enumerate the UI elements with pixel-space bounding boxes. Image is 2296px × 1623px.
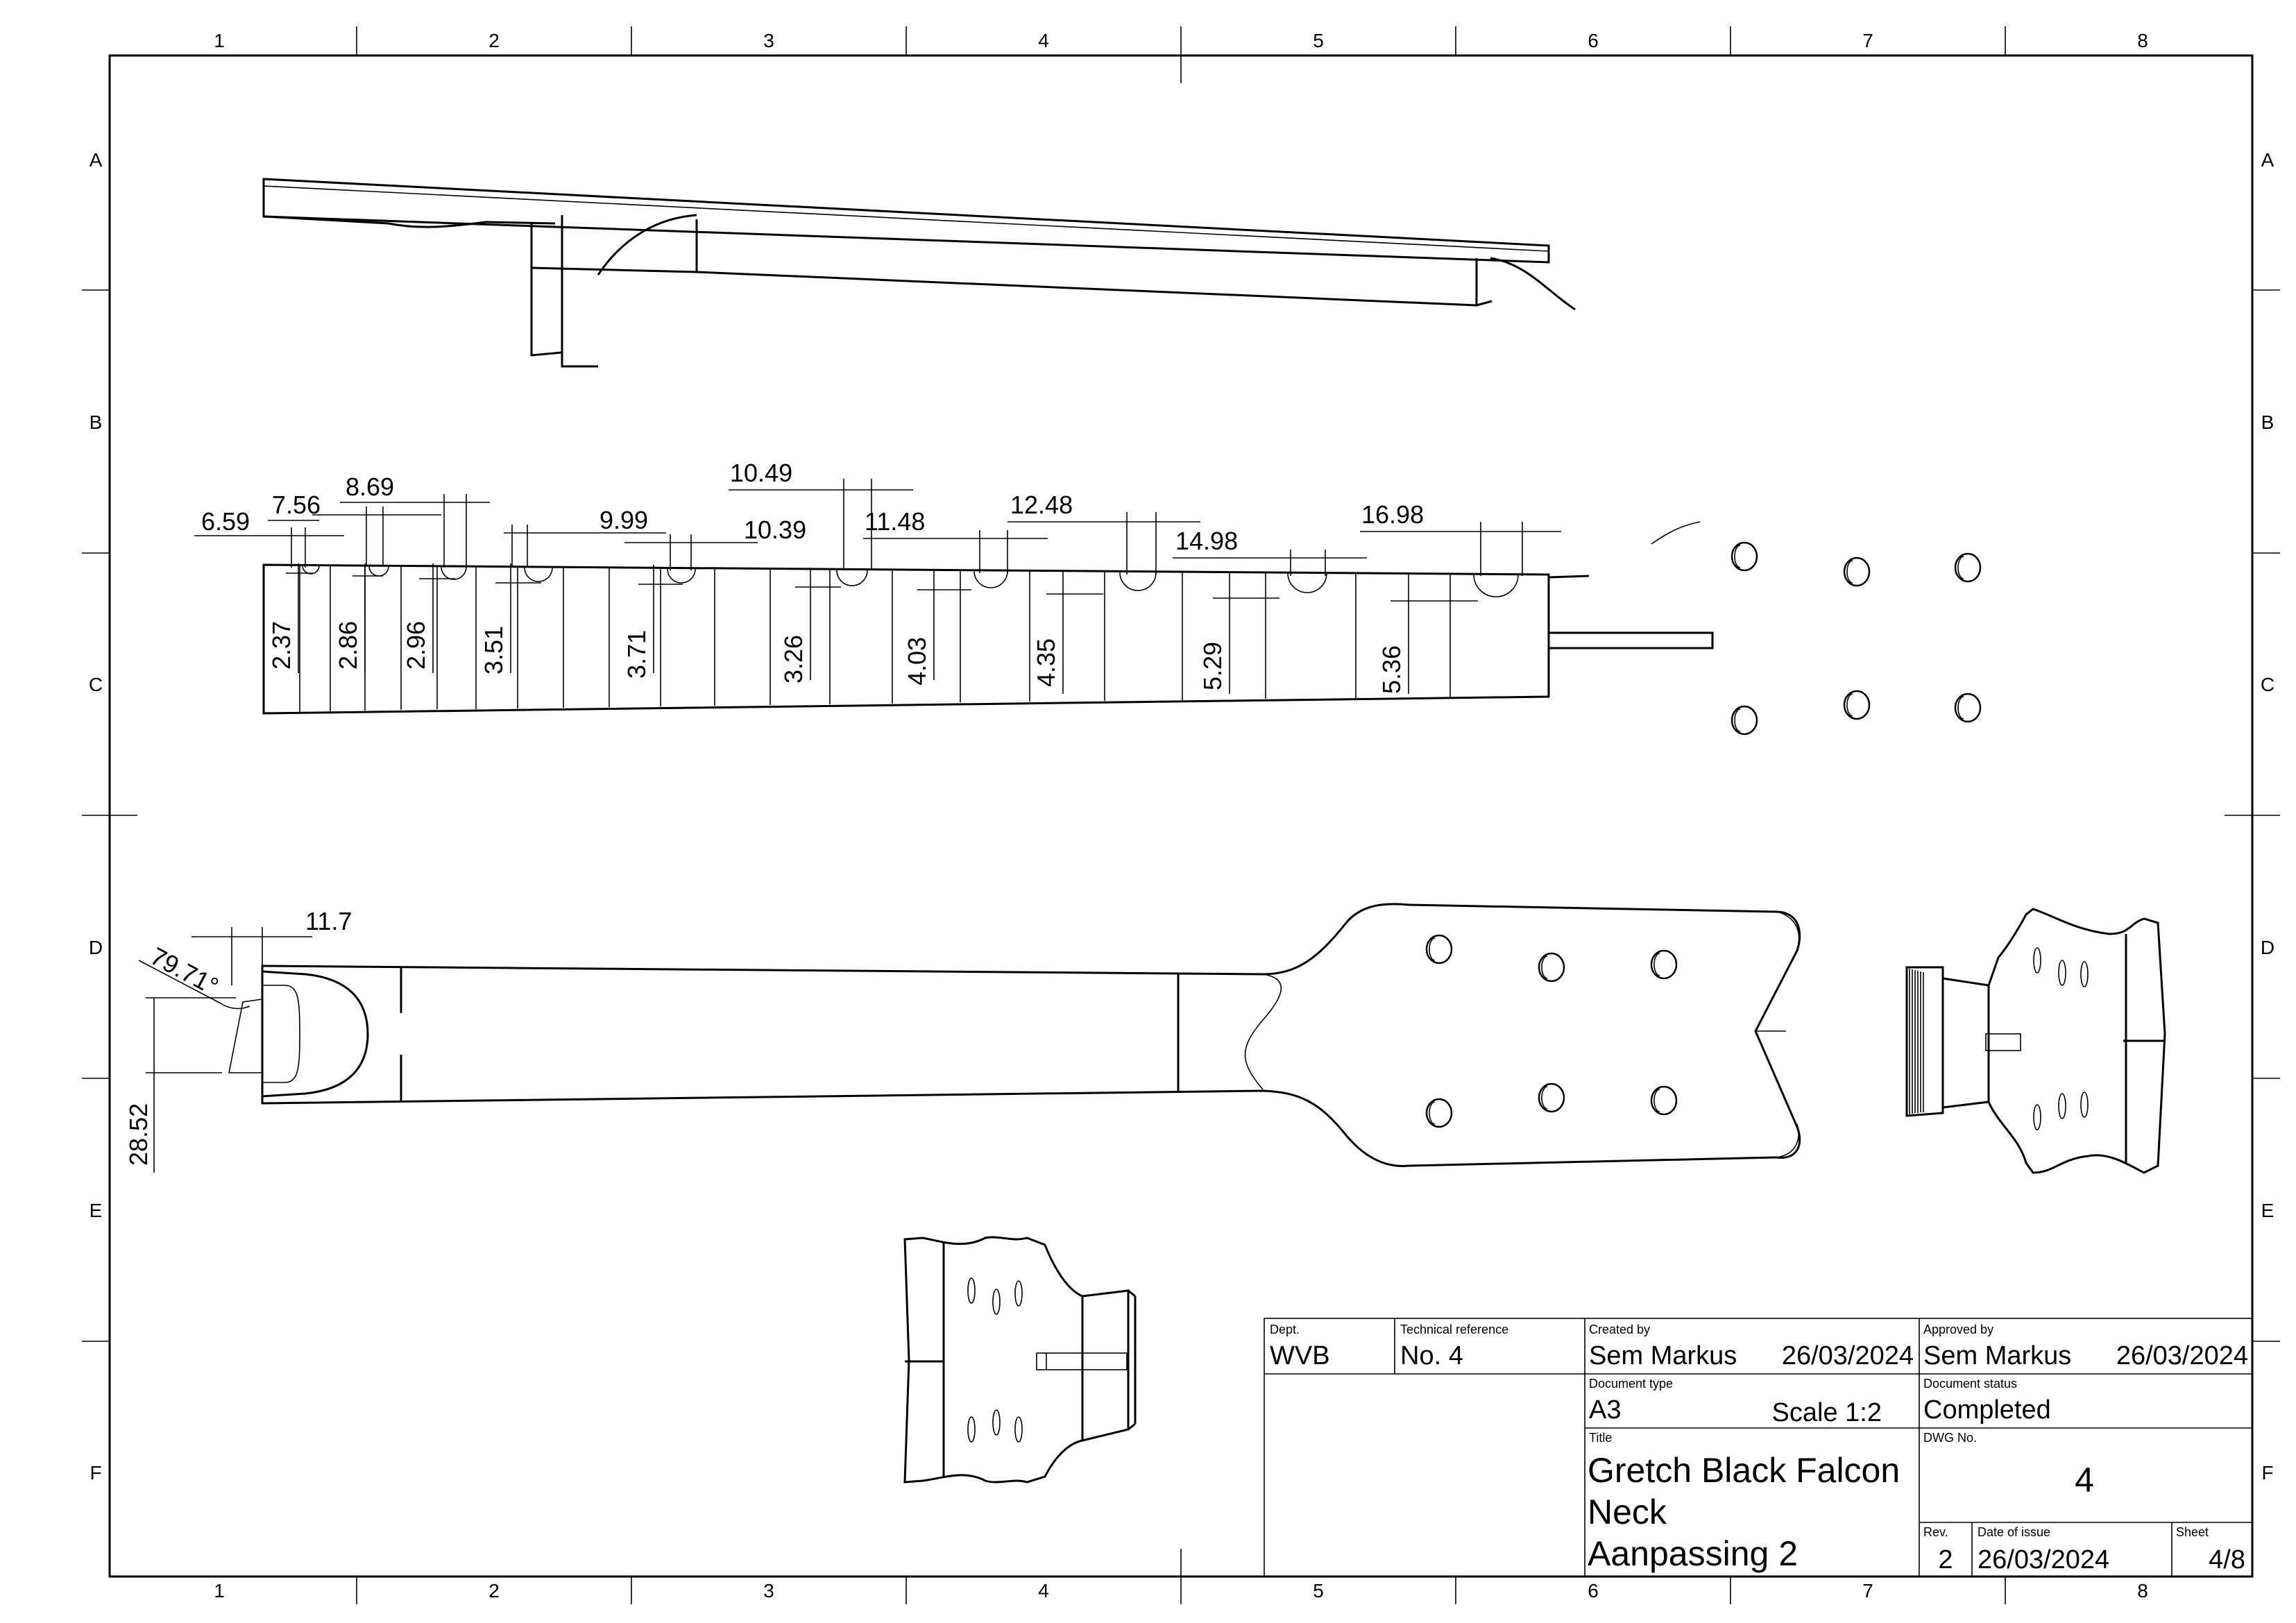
grid-col-5: 5 — [1313, 1580, 1324, 1601]
neck-back-view — [228, 903, 1801, 1167]
dim-fret-height-8: 4.35 — [1032, 638, 1060, 687]
document-status-value: Completed — [1923, 1395, 2051, 1425]
grid-col-4: 4 — [1038, 30, 1049, 51]
fret-height-dims: 2.37 2.86 2.96 3.51 3.71 3.26 4.03 4.35 … — [267, 621, 1406, 694]
document-status-label: Document status — [1923, 1377, 2017, 1391]
dim-fret-spacing-9: 14.98 — [1175, 527, 1238, 555]
title-line-1: Gretch Black Falcon — [1588, 1451, 1900, 1490]
dim-fret-spacing-7: 11.48 — [865, 507, 925, 536]
grid-col-3: 3 — [763, 30, 774, 51]
drawing-frame — [82, 26, 2280, 1604]
dim-fret-spacing-10: 16.98 — [1361, 500, 1424, 529]
heel-dimension-lines — [138, 927, 312, 1173]
document-type-value: A3 — [1589, 1395, 1621, 1425]
date-of-issue-value: 26/03/2024 — [1978, 1545, 2109, 1574]
grid-row-e: E — [90, 1200, 103, 1221]
approved-by-label: Approved by — [1923, 1323, 1993, 1336]
grid-row-b: B — [90, 411, 103, 433]
grid-col-3: 3 — [763, 1580, 774, 1601]
heel-dims: 11.7 79.71° 28.52 — [124, 907, 352, 1166]
approved-by-value: Sem Markus — [1923, 1341, 2071, 1370]
grid-col-8: 8 — [2137, 30, 2148, 51]
grid-col-1: 1 — [214, 30, 225, 51]
dim-fret-spacing-4: 9.99 — [599, 506, 648, 534]
grid-column-labels-top: 1 2 3 4 5 6 7 8 — [214, 30, 2148, 51]
grid-row-e: E — [2261, 1200, 2274, 1221]
headstock-iso-view-bottom — [903, 1236, 1137, 1484]
grid-col-4: 4 — [1038, 1580, 1049, 1601]
grid-row-labels-right: A B C D E F — [2261, 149, 2274, 1484]
headstock-iso-view-right — [1905, 908, 2166, 1174]
grid-row-d: D — [89, 937, 103, 958]
techref-label: Technical reference — [1400, 1323, 1508, 1336]
grid-col-2: 2 — [488, 1580, 500, 1601]
dim-fret-spacing-5: 10.39 — [744, 516, 806, 544]
fret-height-dimension-lines — [286, 563, 1478, 694]
sheet-value: 4/8 — [2209, 1545, 2245, 1574]
dim-fret-height-3: 2.96 — [402, 621, 430, 670]
dim-fret-spacing-6: 10.49 — [730, 459, 792, 487]
techref-value: No. 4 — [1400, 1341, 1463, 1370]
grid-col-5: 5 — [1313, 30, 1324, 51]
grid-row-b: B — [2261, 411, 2274, 433]
date-of-issue-label: Date of issue — [1978, 1525, 2050, 1539]
grid-row-f: F — [2261, 1462, 2273, 1484]
rev-value: 2 — [1938, 1545, 1953, 1574]
title-label: Title — [1589, 1431, 1612, 1445]
created-by-value: Sem Markus — [1589, 1341, 1737, 1370]
dim-fret-height-1: 2.37 — [267, 621, 296, 670]
grid-col-7: 7 — [1862, 1580, 1873, 1601]
title-block: Dept. WVB Technical reference No. 4 Crea… — [1264, 1318, 2253, 1577]
dim-fret-height-6: 3.26 — [779, 635, 808, 683]
dim-fret-spacing-1: 6.59 — [201, 507, 250, 536]
dept-label: Dept. — [1270, 1323, 1300, 1336]
dim-fret-spacing-3: 8.69 — [346, 473, 394, 501]
title-line-2: Neck — [1588, 1493, 1667, 1531]
scale-value: Scale 1:2 — [1772, 1398, 1882, 1427]
created-date: 26/03/2024 — [1782, 1341, 1914, 1370]
grid-col-7: 7 — [1862, 30, 1873, 51]
grid-col-2: 2 — [488, 30, 500, 51]
fret-spacing-dims: 6.59 7.56 8.69 9.99 10.39 10.49 11.48 12… — [201, 459, 1424, 555]
dim-fret-height-10: 5.36 — [1377, 645, 1406, 694]
dim-fret-height-9: 5.29 — [1198, 642, 1227, 690]
dim-heel-width: 11.7 — [305, 907, 352, 935]
grid-row-c: C — [2261, 674, 2274, 695]
dim-fret-height-5: 3.71 — [622, 630, 651, 679]
dept-value: WVB — [1270, 1341, 1330, 1370]
document-type-label: Document type — [1589, 1377, 1673, 1391]
approved-date: 26/03/2024 — [2116, 1341, 2248, 1370]
grid-col-1: 1 — [214, 1580, 225, 1601]
tuner-holes-top — [1730, 541, 1982, 736]
fret-spacing-dimension-lines — [194, 479, 1561, 576]
fretboard-top-view — [262, 521, 1982, 736]
grid-col-8: 8 — [2137, 1580, 2148, 1601]
grid-row-c: C — [89, 674, 103, 695]
dim-heel-height: 28.52 — [124, 1103, 153, 1166]
grid-row-f: F — [90, 1462, 101, 1484]
rev-label: Rev. — [1923, 1525, 1948, 1539]
grid-col-6: 6 — [1588, 1580, 1599, 1601]
title-line-3: Aanpassing 2 — [1588, 1534, 1798, 1573]
dwg-no-value: 4 — [2075, 1461, 2094, 1499]
dim-fret-height-7: 4.03 — [903, 637, 931, 686]
dim-fret-height-2: 2.86 — [334, 621, 362, 670]
grid-row-a: A — [2261, 149, 2274, 171]
grid-row-a: A — [90, 149, 103, 171]
sheet-label: Sheet — [2176, 1525, 2209, 1539]
dim-fret-height-4: 3.51 — [479, 626, 508, 674]
grid-row-d: D — [2261, 937, 2274, 958]
dwg-no-label: DWG No. — [1923, 1431, 1977, 1445]
grid-col-6: 6 — [1588, 30, 1599, 51]
grid-row-labels-left: A B C D E F — [89, 149, 103, 1484]
neck-side-view — [262, 178, 1576, 368]
dim-fret-spacing-2: 7.56 — [272, 491, 321, 519]
dim-heel-angle: 79.71° — [146, 942, 223, 1001]
created-by-label: Created by — [1589, 1323, 1650, 1336]
grid-column-labels-bottom: 1 2 3 4 5 6 7 8 — [214, 1580, 2148, 1601]
dim-fret-spacing-8: 12.48 — [1010, 491, 1073, 519]
tuner-holes-back — [1425, 934, 1678, 1128]
